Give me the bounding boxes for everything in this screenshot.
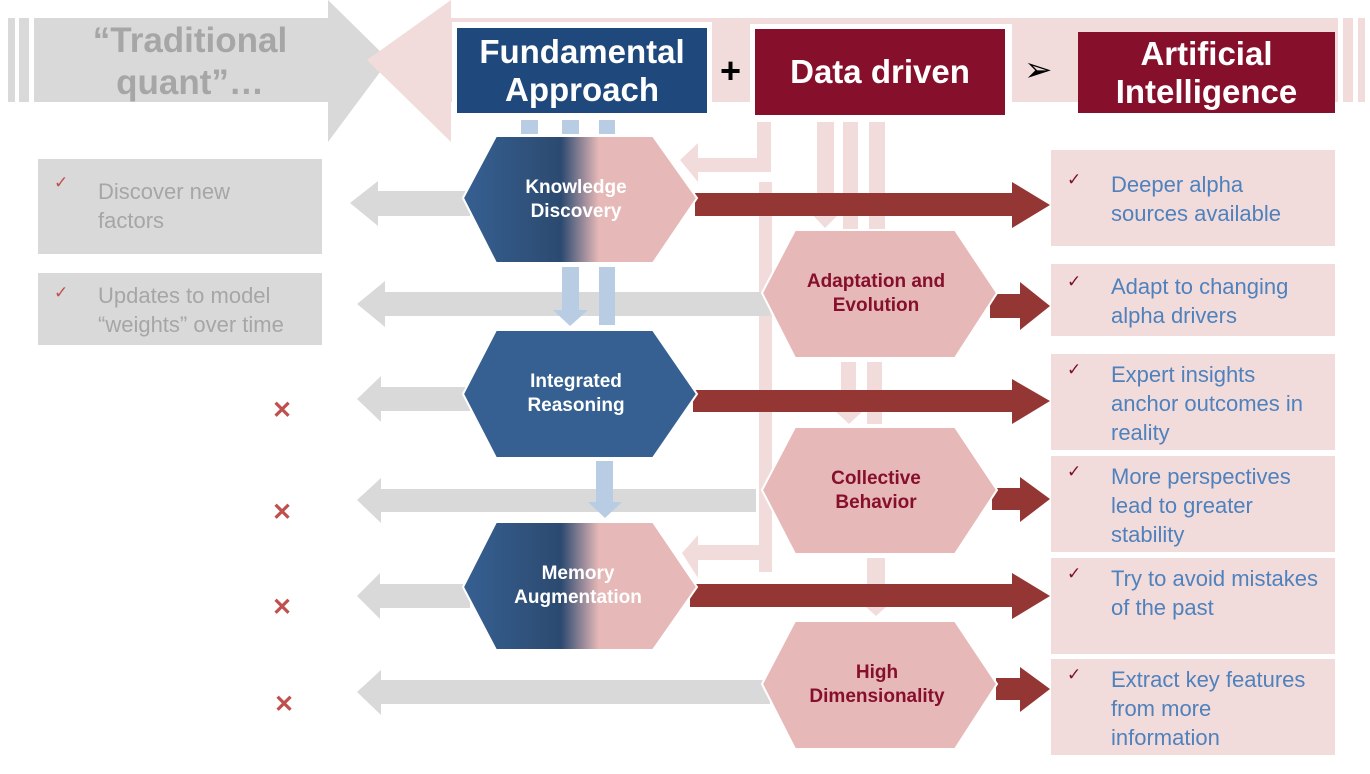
check-icon: ✓ bbox=[1067, 665, 1082, 684]
cross-icon: ✕ bbox=[271, 499, 293, 526]
fundamental-box bbox=[457, 28, 707, 113]
collective-behavior-label: Collective Behavior bbox=[831, 467, 921, 513]
hex-high-dimensionality[interactable] bbox=[760, 620, 999, 750]
fundamental-down-arrows bbox=[553, 267, 622, 518]
ai-outcome-box: ✓ Extract key features from more informa… bbox=[1051, 659, 1335, 755]
check-icon: ✓ bbox=[1067, 272, 1082, 291]
ai-outcome-text: More perspectives lead to greater stabil… bbox=[1111, 464, 1291, 547]
traditional-big-arrow bbox=[8, 0, 389, 142]
cross-icon: ✕ bbox=[271, 594, 293, 621]
ai-outcome-box: ✓ Deeper alpha sources available bbox=[1051, 150, 1335, 246]
traditional-outcome-text: Updates to model “weights” over time bbox=[98, 283, 284, 337]
hex-adaptation-evolution[interactable] bbox=[760, 229, 999, 359]
check-icon: ✓ bbox=[1067, 564, 1082, 583]
ai-outcome-text: Deeper alpha sources available bbox=[1111, 172, 1281, 226]
cross-icon: ✕ bbox=[271, 397, 293, 424]
artificial-intelligence-label: Artificial Intelligence bbox=[1115, 34, 1298, 110]
check-icon: ✓ bbox=[1067, 462, 1082, 481]
traditional-quant-label: “Traditional quant”… bbox=[92, 21, 288, 102]
ai-outcome-text: Adapt to changing alpha drivers bbox=[1111, 274, 1289, 328]
check-icon: ✓ bbox=[54, 283, 69, 302]
fundamental-connectors bbox=[521, 120, 615, 134]
traditional-outcome-box: ✓ Discover new factors bbox=[38, 159, 322, 254]
check-icon: ✓ bbox=[1067, 360, 1082, 379]
hex-integrated-reasoning[interactable] bbox=[461, 329, 699, 459]
hex-memory-augmentation[interactable] bbox=[461, 521, 699, 651]
ai-outcome-text: Try to avoid mistakes of the past bbox=[1111, 566, 1319, 620]
hex-collective-behavior[interactable] bbox=[760, 426, 999, 555]
hex-knowledge-discovery[interactable] bbox=[461, 135, 699, 264]
ai-outcome-box: ✓ Expert insights anchor outcomes in rea… bbox=[1051, 354, 1335, 450]
integrated-reasoning-label: Integrated Reasoning bbox=[527, 371, 625, 416]
arrow-head-icon: ➢ bbox=[1024, 51, 1053, 89]
adaptation-evolution-label: Adaptation and Evolution bbox=[806, 271, 946, 316]
cross-icon: ✕ bbox=[273, 691, 295, 718]
ai-outcome-text: Extract key features from more informati… bbox=[1111, 667, 1306, 750]
memory-augmentation-label: Memory Augmentation bbox=[514, 563, 642, 608]
ai-outcome-box: ✓ More perspectives lead to greater stab… bbox=[1051, 456, 1335, 552]
ai-arrows bbox=[690, 182, 1050, 712]
plus-icon: + bbox=[720, 50, 742, 91]
check-icon: ✓ bbox=[54, 173, 69, 192]
data-driven-label: Data driven bbox=[790, 53, 970, 91]
knowledge-discovery-label: Knowledge Discovery bbox=[525, 176, 627, 222]
ai-outcome-text: Expert insights anchor outcomes in reali… bbox=[1111, 362, 1303, 445]
traditional-outcome-text: Discover new factors bbox=[98, 179, 231, 233]
data-driven-box bbox=[755, 29, 1005, 115]
ai-box bbox=[1078, 32, 1335, 113]
high-dimensionality-label: High Dimensionality bbox=[809, 662, 945, 707]
ai-outcome-box: ✓ Try to avoid mistakes of the past bbox=[1051, 558, 1335, 654]
traditional-outcome-box: ✓ Updates to model “weights” over time bbox=[38, 273, 322, 345]
check-icon: ✓ bbox=[1067, 170, 1082, 189]
fundamental-approach-label: Fundamental Approach bbox=[479, 32, 685, 108]
ai-outcome-box: ✓ Adapt to changing alpha drivers bbox=[1051, 264, 1335, 336]
